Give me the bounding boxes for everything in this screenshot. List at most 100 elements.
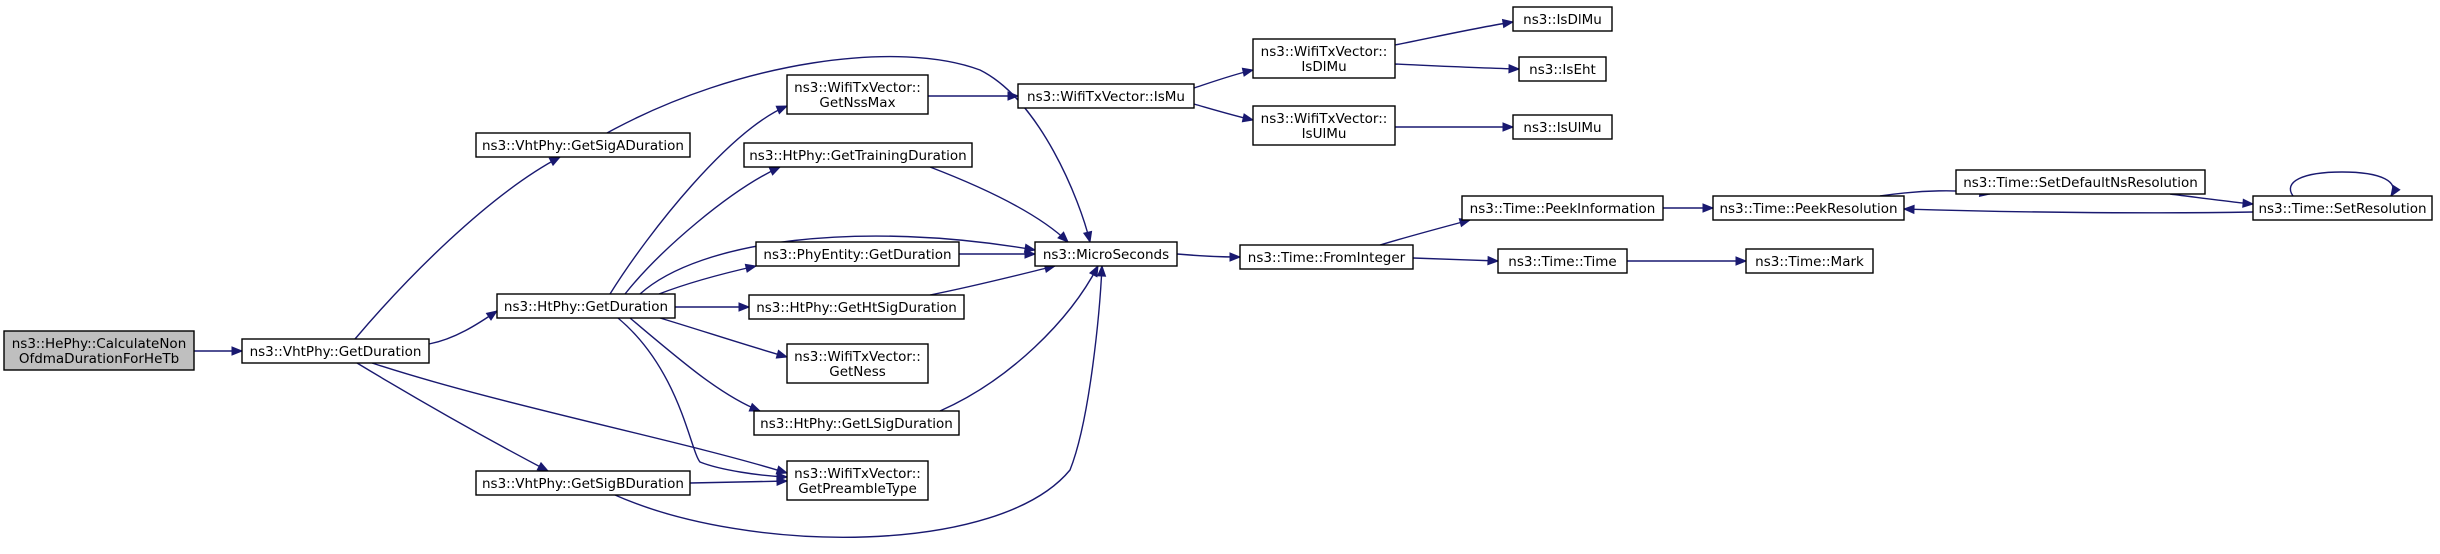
- node-n14[interactable]: ns3::WifiTxVector::IsDlMu: [1252, 38, 1396, 79]
- edge-n1-n11: [371, 362, 789, 475]
- node-label: ns3::Time::PeekInformation: [1470, 201, 1656, 217]
- node-n3[interactable]: ns3::HtPhy::GetDuration: [496, 293, 676, 319]
- node-label: ns3::WifiTxVector::: [1261, 44, 1388, 60]
- node-n4[interactable]: ns3::VhtPhy::GetSigBDuration: [475, 470, 691, 496]
- node-label: GetNess: [829, 364, 886, 380]
- node-n13[interactable]: ns3::WifiTxVector::IsMu: [1017, 83, 1195, 109]
- edge-line: [617, 317, 788, 478]
- arrowhead-icon: [1024, 249, 1037, 259]
- node-label: ns3::VhtPhy::GetSigBDuration: [482, 476, 684, 492]
- nodes-layer: ns3::HePhy::CalculateNonOfdmaDurationFor…: [3, 6, 2433, 501]
- node-n2[interactable]: ns3::VhtPhy::GetSigADuration: [475, 132, 691, 158]
- node-label: GetPreambleType: [798, 481, 917, 497]
- node-label: ns3::VhtPhy::GetDuration: [250, 344, 422, 360]
- edge-n25-n22: [1902, 204, 2254, 215]
- node-n7[interactable]: ns3::PhyEntity::GetDuration: [755, 241, 960, 267]
- node-n18[interactable]: ns3::IsUlMu: [1512, 114, 1613, 140]
- node-box: [1239, 244, 1414, 270]
- edge-line: [1903, 208, 2254, 214]
- node-label: ns3::HePhy::CalculateNon: [12, 336, 187, 352]
- edge-line: [639, 235, 1036, 295]
- node-label: ns3::WifiTxVector::: [794, 466, 921, 482]
- arrowhead-icon: [1487, 255, 1500, 266]
- arrowhead-icon: [1023, 243, 1037, 253]
- edge-n24-n25: [2169, 193, 2255, 208]
- node-label: ns3::Time::Time: [1508, 254, 1616, 270]
- node-box: [1712, 195, 1905, 221]
- node-label: ns3::WifiTxVector::: [1261, 111, 1388, 127]
- edge-n13-n15: [1193, 103, 1255, 123]
- node-n8[interactable]: ns3::HtPhy::GetHtSigDuration: [748, 294, 965, 320]
- edge-line: [1379, 219, 1471, 246]
- edge-n3-n8: [675, 302, 751, 312]
- node-box: [1955, 169, 2206, 195]
- edge-n10-n12: [939, 264, 1099, 412]
- node-box: [1252, 105, 1396, 146]
- edge-n3-n5: [609, 105, 789, 295]
- node-label: ns3::WifiTxVector::: [794, 80, 921, 96]
- edge-n21-n23: [1627, 256, 1748, 266]
- edge-line: [624, 166, 781, 295]
- node-n25[interactable]: ns3::Time::SetResolution: [2252, 195, 2433, 221]
- node-label: OfdmaDurationForHeTb: [19, 351, 179, 367]
- node-label: GetNssMax: [819, 95, 895, 111]
- arrowhead-icon: [744, 263, 758, 273]
- node-box: [786, 74, 929, 115]
- edge-n5-n13: [928, 91, 1020, 101]
- edge-line: [1394, 63, 1520, 70]
- edge-n15-n18: [1395, 122, 1515, 132]
- node-label: ns3::HtPhy::GetDuration: [504, 299, 668, 315]
- node-label: ns3::Time::Mark: [1755, 254, 1864, 270]
- node-label: ns3::Time::FromInteger: [1248, 250, 1406, 266]
- arrowhead-icon: [748, 402, 762, 412]
- node-n22[interactable]: ns3::Time::PeekResolution: [1712, 195, 1905, 221]
- node-label: ns3::HtPhy::GetHtSigDuration: [756, 300, 957, 316]
- edge-line: [371, 362, 788, 474]
- arrowhead-icon: [1902, 204, 1915, 215]
- arrowhead-icon: [1082, 230, 1093, 244]
- node-label: ns3::IsEht: [1529, 62, 1596, 78]
- node-n12[interactable]: ns3::MicroSeconds: [1034, 241, 1178, 267]
- node-n11[interactable]: ns3::WifiTxVector::GetPreambleType: [786, 460, 929, 501]
- node-n15[interactable]: ns3::WifiTxVector::IsUlMu: [1252, 105, 1396, 146]
- node-box: [1034, 241, 1178, 267]
- node-n16[interactable]: ns3::IsDlMu: [1512, 6, 1613, 32]
- node-box: [1497, 248, 1628, 274]
- node-n5[interactable]: ns3::WifiTxVector::GetNssMax: [786, 74, 929, 115]
- node-n6[interactable]: ns3::HtPhy::GetTrainingDuration: [743, 142, 973, 168]
- arrowhead-icon: [768, 166, 782, 176]
- arrowhead-icon: [1007, 91, 1020, 101]
- node-n17[interactable]: ns3::IsEht: [1518, 56, 1607, 82]
- arrowhead-icon: [1501, 18, 1515, 29]
- node-label: ns3::PhyEntity::GetDuration: [763, 247, 951, 263]
- edge-line: [609, 105, 788, 295]
- edge-line: [1394, 21, 1514, 46]
- node-label: ns3::IsDlMu: [1523, 12, 1602, 28]
- edge-n4-n11: [689, 476, 789, 486]
- node-n21[interactable]: ns3::Time::Time: [1497, 248, 1628, 274]
- node-n19[interactable]: ns3::Time::FromInteger: [1239, 244, 1414, 270]
- node-n10[interactable]: ns3::HtPhy::GetLSigDuration: [753, 410, 960, 436]
- edge-line: [2289, 171, 2394, 197]
- edge-n3-n9: [659, 317, 789, 359]
- edge-n1-n3: [428, 310, 499, 345]
- edge-n0-n1: [194, 346, 244, 356]
- node-n23[interactable]: ns3::Time::Mark: [1745, 248, 1874, 274]
- edge-line: [1412, 257, 1499, 262]
- node-label: ns3::WifiTxVector::: [794, 349, 921, 365]
- node-label: ns3::HtPhy::GetTrainingDuration: [749, 148, 966, 164]
- node-n24[interactable]: ns3::Time::SetDefaultNsResolution: [1955, 169, 2206, 195]
- arrowhead-icon: [485, 310, 499, 321]
- node-n0[interactable]: ns3::HePhy::CalculateNonOfdmaDurationFor…: [3, 330, 195, 371]
- edge-n13-n14: [1193, 67, 1255, 89]
- node-n9[interactable]: ns3::WifiTxVector::GetNess: [786, 343, 929, 384]
- node-n20[interactable]: ns3::Time::PeekInformation: [1461, 195, 1664, 221]
- node-box: [1512, 6, 1613, 32]
- node-n1[interactable]: ns3::VhtPhy::GetDuration: [241, 338, 430, 364]
- arrowhead-icon: [1096, 264, 1107, 277]
- edge-n3-n12: [639, 235, 1037, 295]
- arrowhead-icon: [776, 476, 789, 486]
- arrowhead-icon: [1241, 113, 1255, 123]
- arrowhead-icon: [1702, 203, 1715, 213]
